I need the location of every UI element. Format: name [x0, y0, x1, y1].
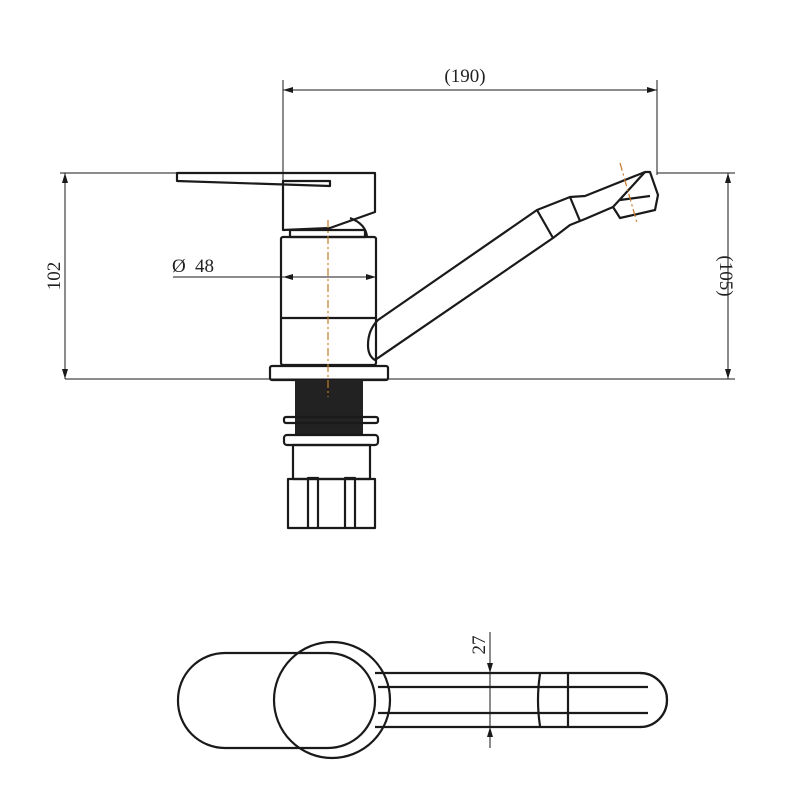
height-left-dimension: 102 [44, 262, 65, 291]
washer [282, 415, 380, 425]
diameter-dimension: 48 [195, 256, 214, 277]
handle-arc [349, 216, 369, 238]
spout-joint [568, 196, 582, 222]
body-top [272, 640, 392, 760]
nut-ring [282, 433, 380, 447]
spout-tip [639, 671, 669, 729]
nut-slots [306, 476, 357, 528]
side-view: (190) 102 (105) Ø 48 [44, 66, 736, 530]
threaded-shank [295, 380, 363, 436]
spout-joints [536, 673, 570, 727]
handle-top [176, 651, 377, 750]
spout-width-dimension: 27 [469, 636, 490, 655]
spout [366, 170, 660, 362]
handle-lever [175, 171, 377, 232]
width-dimension: (190) [444, 66, 485, 87]
spout-joint [536, 209, 554, 239]
lower-nut [291, 443, 372, 481]
base-plate [268, 364, 390, 382]
diameter-symbol: Ø [172, 256, 186, 277]
spout-top [375, 671, 669, 729]
aerator-centerline [619, 162, 638, 224]
aerator [612, 171, 651, 208]
top-view: 27 [176, 632, 669, 760]
height-right-dimension: (105) [715, 255, 736, 296]
lower-nut-base [286, 477, 377, 530]
